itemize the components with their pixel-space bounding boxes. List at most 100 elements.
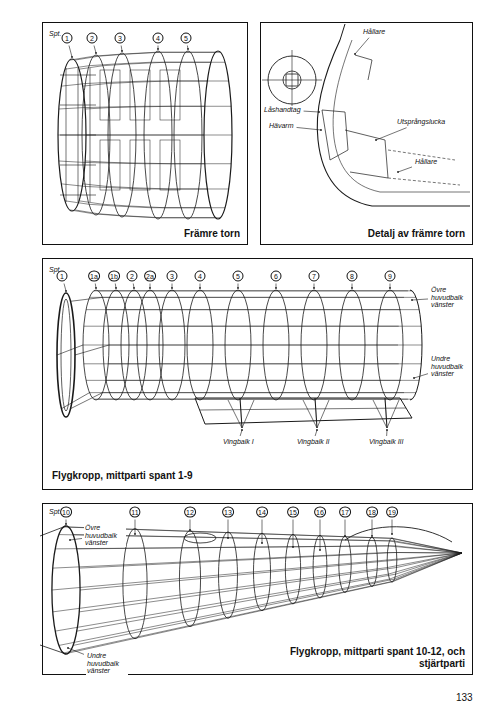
leader-dot [241,429,243,431]
part-label: Utsprångslucka [396,118,446,126]
callout-number: 18 [366,507,378,518]
structure-line [53,552,462,568]
window-frame [130,140,150,190]
leader-line [262,520,263,544]
leader-line [190,520,191,531]
callout-number: 6 [271,271,282,282]
structure-line [345,130,388,178]
callout-number: 12 [184,507,196,518]
callout-number: 9 [385,271,396,282]
structure-line [75,345,109,355]
leader-line [64,284,66,292]
leader-dot [386,429,388,431]
callout-number: 15 [287,507,299,518]
structure-line [303,400,329,428]
structure-line [322,110,348,160]
structure-line [61,184,207,189]
leader-dot [411,299,413,301]
frame-ring [52,526,80,654]
window-frame [130,70,150,120]
leader-dot [65,290,67,292]
leader-dot [133,287,135,289]
structure-line [355,55,372,80]
structure-line [53,553,462,612]
structure-line [286,74,298,86]
leader-dot [354,53,356,55]
structure-line [86,135,232,136]
page-number: 133 [456,692,473,703]
leader-line [320,520,321,551]
leader-dot [65,523,67,525]
leader-dot [187,48,189,50]
leader-line [172,284,173,289]
leader-dot [157,48,159,50]
structure-line [57,345,83,355]
leader-line [355,38,369,54]
callout-number: 1 [57,271,68,282]
callout-number: 17 [339,507,351,518]
structure-line [79,201,225,208]
callout-number: 14 [256,507,268,518]
leader-dot [397,171,399,173]
structure-line [228,400,254,428]
window-frame [160,140,180,190]
callout-number: 3 [115,33,126,44]
structure-line [59,161,205,164]
structure-line [77,546,462,553]
callout-number: 4 [195,271,206,282]
structure-line [71,297,103,301]
callout-number: 10 [60,507,72,518]
leader-line [314,284,315,289]
frame-ring [57,293,75,417]
leader-line [94,46,96,54]
part-label: Spt. [48,30,62,38]
leader-dot [351,287,353,289]
structure-line [78,68,79,202]
leader-line [352,284,353,289]
structure-line [90,68,91,202]
structure-line [85,161,231,164]
callout-number: 4 [153,33,164,44]
structure-line [65,201,211,208]
callout-number: 7 [309,271,320,282]
frame-ring [61,299,71,411]
leader-line [66,520,67,525]
leader-line [345,520,346,537]
part-label: Övre huvudbalk vänster [84,524,126,547]
structure-line [292,50,293,110]
leader-line [200,284,201,289]
leader-line [414,374,428,378]
leader-lines [64,38,428,655]
structure-line [40,526,66,536]
leader-dot [319,549,321,551]
leader-line [276,284,277,289]
figure-panel: Främre torn [42,22,248,245]
callout-number: 16 [314,507,326,518]
part-label: Hållare [414,158,438,166]
leader-dot [149,287,151,289]
leader-line [372,520,373,537]
structure-line [98,290,412,291]
part-label: Övre huvudbalk vänster [430,286,472,309]
figure-caption: Främre torn [182,227,242,241]
leader-dot [199,287,201,289]
leader-line [390,284,391,289]
callout-number: 1b [108,271,120,282]
leader-dot [227,537,229,539]
structure-line [195,398,412,424]
part-label: Vingbalk I [222,438,255,446]
structure-line [79,62,225,69]
callout-number: 5 [181,33,192,44]
structure-line [77,553,462,631]
leader-line [121,46,123,52]
callout-number: 2 [127,271,138,282]
leader-line [240,430,242,436]
leader-dot [391,533,393,535]
callout-number: 1a [88,271,100,282]
window-frame [160,70,180,120]
leader-line [398,167,412,172]
leader-dot [121,50,123,52]
mid-fuselage-drawing [57,290,422,428]
structure-line [103,297,417,298]
